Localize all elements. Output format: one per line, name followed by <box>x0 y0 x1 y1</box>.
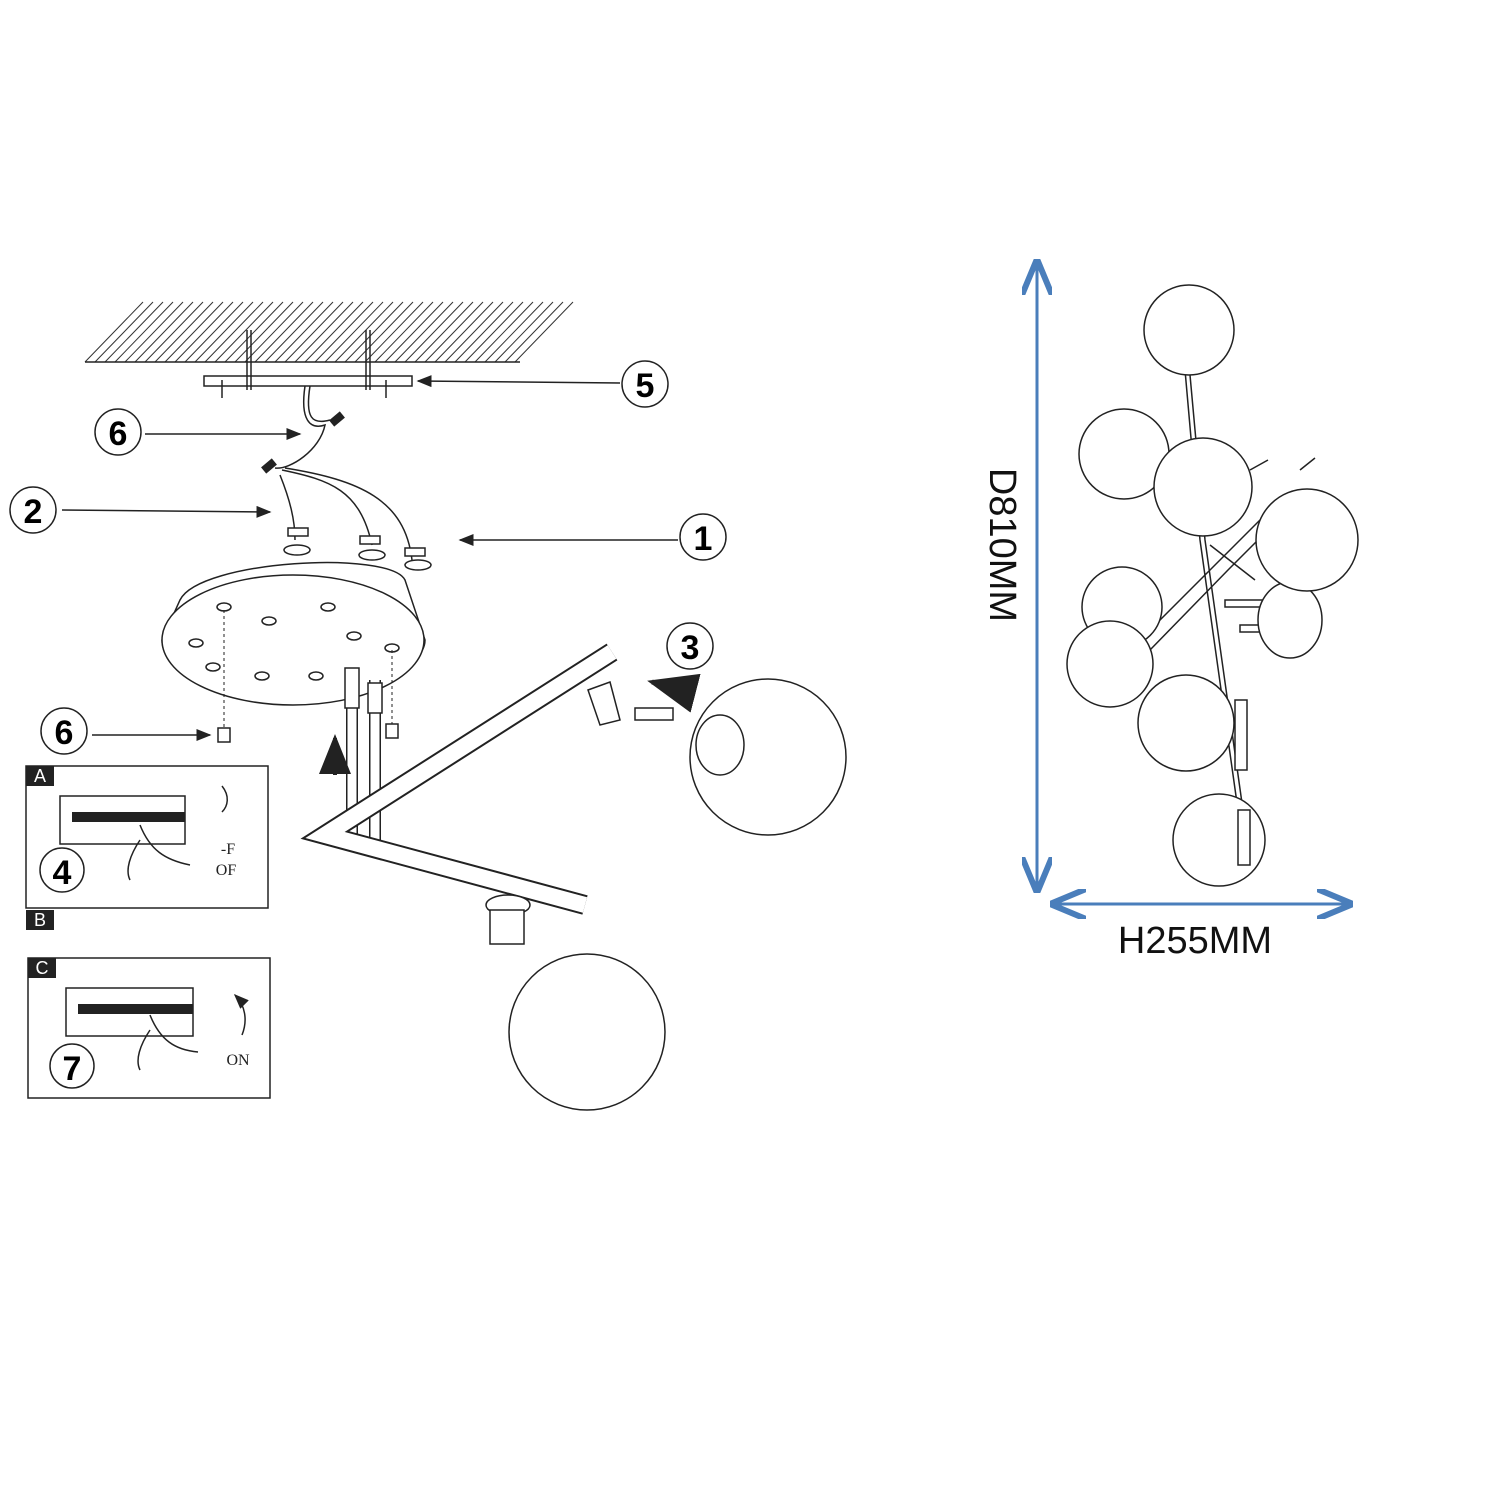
step-1: 1 <box>679 513 727 561</box>
wires <box>261 385 432 571</box>
hatch-line <box>274 301 334 363</box>
hatch-line <box>234 301 294 363</box>
hatch-line <box>404 301 464 363</box>
step-3: 3 <box>666 622 714 670</box>
hatch-line <box>414 301 474 363</box>
hatch-line <box>224 301 284 363</box>
off-label: OF <box>216 862 237 879</box>
off-label: -F <box>221 841 235 858</box>
hatch-line <box>424 301 484 363</box>
step-5: 5 <box>621 360 669 408</box>
depth-dimension: D810MM <box>981 262 1037 890</box>
canopy-hole <box>205 662 221 672</box>
globe-2 <box>508 953 666 1111</box>
panel-tag: A <box>34 766 46 786</box>
hatch-line <box>374 301 434 363</box>
hatch-line <box>364 301 424 363</box>
hatch-line <box>354 301 414 363</box>
hatch-line <box>144 301 204 363</box>
fixture-overview <box>1066 284 1359 887</box>
glass-globes <box>508 678 847 1111</box>
hatch-line <box>474 301 534 363</box>
step-6-screw: 6 <box>40 707 88 755</box>
hatch-line <box>284 301 344 363</box>
on-label: ON <box>226 1052 250 1069</box>
hatch-line <box>114 301 174 363</box>
hatch-line <box>174 301 234 363</box>
globe-1 <box>689 678 847 836</box>
step-number: 6 <box>109 415 128 453</box>
hatch-line <box>264 301 324 363</box>
step-number: 3 <box>681 629 700 667</box>
hatch-line <box>464 301 524 363</box>
hatch-line <box>164 301 224 363</box>
hatch-line <box>94 301 154 363</box>
hatch-line <box>444 301 504 363</box>
canopy-hole <box>308 671 324 681</box>
light-arm <box>300 643 701 945</box>
hatch-line <box>504 301 564 363</box>
step-number: 7 <box>63 1050 82 1088</box>
step-2: 2 <box>9 486 57 534</box>
height-label: H255MM <box>1118 920 1272 962</box>
hatch-line <box>324 301 384 363</box>
step-number: 4 <box>53 854 72 892</box>
canopy-hole <box>261 616 277 626</box>
hatch-line <box>254 301 314 363</box>
step-number: 5 <box>636 367 655 405</box>
hatch-line <box>334 301 394 363</box>
height-dimension: H255MM <box>1053 904 1350 962</box>
hatch-line <box>294 301 354 363</box>
hatch-line <box>244 301 304 363</box>
canopy-hole <box>188 638 204 648</box>
rotate-arrow-icon <box>221 785 228 813</box>
hatch-line <box>104 301 164 363</box>
hatch-line <box>434 301 494 363</box>
panel-a-power-off: A 4 -F OF <box>25 765 269 909</box>
step-number: 2 <box>24 493 43 531</box>
canopy-hole <box>346 631 362 641</box>
hatch-line <box>134 301 194 363</box>
hatch-line <box>124 301 184 363</box>
hatch-line <box>454 301 514 363</box>
hatch-line <box>344 301 404 363</box>
hatch-line <box>204 301 264 363</box>
hatch-line <box>314 301 374 363</box>
canopy-hole <box>254 671 270 681</box>
hatch-line <box>84 301 144 363</box>
rotate-arrow-icon <box>233 993 249 1036</box>
panel-b-tag: B <box>26 910 54 930</box>
canopy-hole <box>320 602 336 612</box>
depth-label: D810MM <box>981 468 1023 622</box>
hatch-line <box>384 301 444 363</box>
hatch-line <box>514 301 574 363</box>
hatch-line <box>184 301 244 363</box>
hatch-line <box>494 301 554 363</box>
hatch-line <box>394 301 454 363</box>
hatch-line <box>214 301 274 363</box>
step-6-wire: 6 <box>94 408 142 456</box>
hatch-line <box>154 301 214 363</box>
step-number: 6 <box>55 714 74 752</box>
hatch-line <box>194 301 254 363</box>
step-number: 1 <box>694 520 713 558</box>
panel-tag: C <box>36 958 49 978</box>
ceiling-hatch <box>84 301 574 363</box>
hatch-line <box>304 301 364 363</box>
canopy <box>161 561 426 743</box>
mounting-bracket <box>203 330 413 398</box>
hatch-line <box>484 301 544 363</box>
panel-c-power-on: C 7 ON <box>27 957 271 1099</box>
panel-tag: B <box>34 910 46 930</box>
leader-lines <box>61 375 678 741</box>
